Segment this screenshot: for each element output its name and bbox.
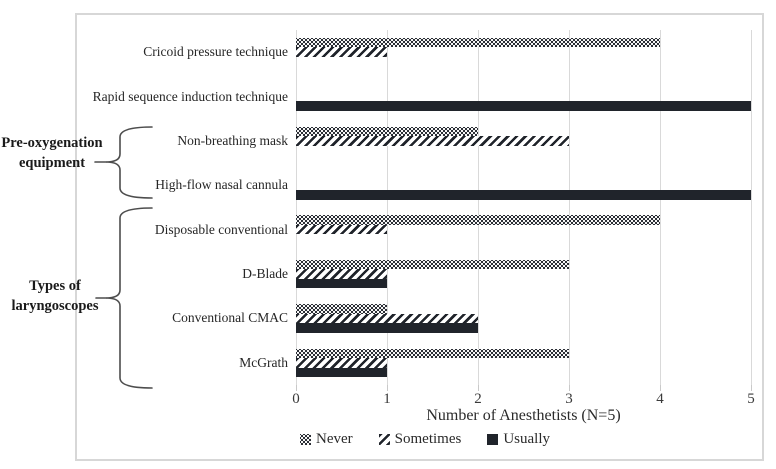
bar-sometimes-2 — [296, 136, 569, 146]
legend-label: Usually — [503, 430, 550, 447]
category-label: Conventional CMAC — [172, 310, 288, 326]
bar-usually-3 — [296, 190, 751, 200]
bar-sometimes-0 — [296, 47, 387, 57]
x-axis-title: Number of Anesthetists (N=5) — [426, 407, 621, 424]
bar-sometimes-5 — [296, 269, 387, 279]
category-label: McGrath — [239, 354, 288, 370]
bar-never-4 — [296, 215, 660, 225]
x-tickmark — [569, 385, 570, 391]
gridline — [660, 30, 661, 385]
group-label-line: equipment — [18, 155, 86, 171]
x-tick-label: 5 — [747, 391, 755, 407]
bar-never-7 — [296, 348, 569, 359]
x-tick-label: 1 — [383, 391, 391, 407]
group-label-line: Pre-oxygenation — [1, 135, 103, 151]
bar-usually-5 — [296, 278, 387, 289]
category-label: Non-breathing mask — [177, 132, 288, 148]
legend-solid-swatch-icon — [487, 433, 499, 445]
x-tick-label: 0 — [292, 391, 300, 407]
x-tick-label: 2 — [474, 391, 482, 407]
group-label-laryngoscopes: Types of laryngoscopes — [0, 276, 110, 316]
gridline — [478, 30, 479, 385]
legend-hatch-swatch-icon — [378, 433, 390, 445]
category-label: Rapid sequence induction technique — [92, 88, 288, 104]
bar-usually-7 — [296, 367, 387, 378]
x-tickmark — [296, 385, 297, 391]
x-tick-label: 4 — [656, 391, 664, 407]
bar-never-5 — [296, 259, 569, 270]
category-label: High-flow nasal cannula — [155, 177, 288, 193]
x-tickmark — [478, 385, 479, 391]
legend-item-sometimes: Sometimes — [378, 430, 462, 448]
legend-dots-swatch-icon — [300, 433, 311, 445]
gridline — [569, 30, 570, 385]
legend-item-usually: Usually — [487, 431, 550, 448]
group-label-line: laryngoscopes — [11, 298, 99, 314]
gridline — [387, 30, 388, 385]
bar-usually-1 — [296, 101, 751, 111]
bar-never-0 — [296, 37, 660, 48]
x-tickmark — [387, 385, 388, 391]
group-label-preoxygenation: Pre-oxygenation equipment — [0, 133, 104, 173]
x-tick-label: 3 — [565, 391, 573, 407]
category-label: Disposable conventional — [154, 221, 288, 237]
legend-label: Sometimes — [394, 430, 462, 447]
legend-item-never: Never — [300, 431, 353, 448]
x-tickmark — [660, 385, 661, 391]
bar-sometimes-6 — [296, 313, 478, 324]
legend-label: Never — [316, 430, 353, 447]
x-tickmark — [751, 385, 752, 391]
category-label: D-Blade — [242, 266, 288, 282]
bar-sometimes-4 — [296, 224, 387, 235]
bar-sometimes-7 — [296, 358, 387, 368]
bar-never-6 — [296, 304, 387, 314]
bar-usually-6 — [296, 323, 478, 333]
gridline — [296, 30, 297, 385]
group-label-line: Types of — [29, 278, 81, 294]
legend: Never Sometimes Usually — [75, 429, 775, 449]
category-label: Cricoid pressure technique — [143, 44, 288, 60]
chart-frame — [75, 13, 764, 461]
plot-area — [296, 30, 752, 385]
bar-never-2 — [296, 126, 478, 137]
gridline — [751, 30, 752, 385]
